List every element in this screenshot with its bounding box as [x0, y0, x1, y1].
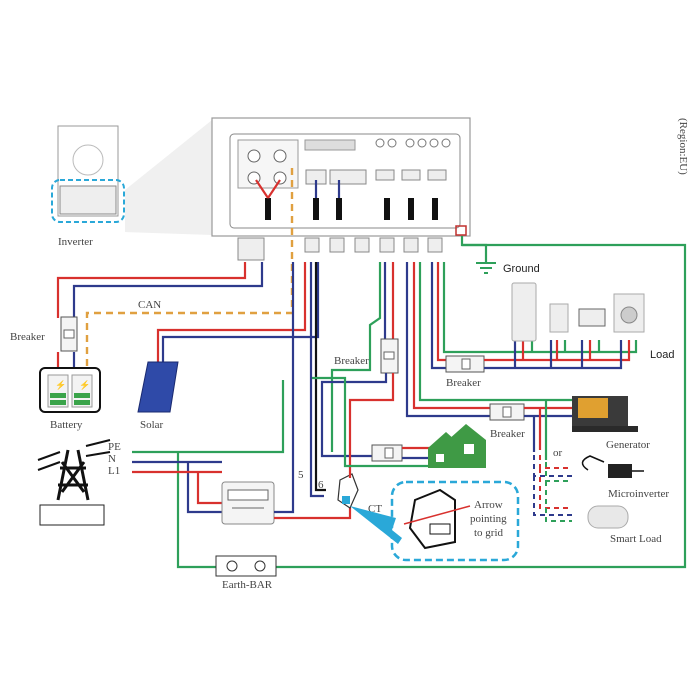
load-breaker[interactable]: Breaker	[445, 355, 485, 389]
ct-callout-arrow	[350, 506, 402, 544]
grid-tower[interactable]	[37, 439, 111, 526]
ground-symbol	[476, 262, 496, 274]
fridge-icon	[511, 282, 537, 342]
ct-note-line3: to grid	[474, 527, 504, 539]
house-breaker[interactable]	[371, 444, 403, 462]
generator-breaker-label: Breaker	[490, 428, 525, 440]
load-breaker-label: Breaker	[446, 377, 481, 389]
smart-load-label: Smart Load	[610, 533, 662, 545]
charge-icon: ⚡	[55, 379, 66, 391]
grid-line-n: N	[108, 453, 116, 465]
grid-breaker[interactable]: Breaker	[334, 338, 399, 374]
grid-line-l1: L1	[108, 465, 120, 477]
microinverter-label: Microinverter	[608, 488, 669, 500]
can-cable	[85, 168, 294, 372]
load-label: Load	[650, 349, 674, 361]
inverter-panel[interactable]	[211, 117, 471, 261]
inverter-label: Inverter	[58, 236, 93, 248]
or-label: or	[553, 447, 563, 459]
solar-panel[interactable]: Solar	[137, 361, 179, 431]
ground-terminal	[455, 225, 467, 236]
grid-breaker-label: Breaker	[334, 355, 369, 367]
ct-note-line2: pointing	[470, 513, 507, 525]
microinverter[interactable]: Microinverter	[581, 455, 669, 500]
inverter-thumbnail[interactable]: Inverter	[51, 125, 125, 248]
zoom-projection	[125, 120, 212, 235]
generator[interactable]: Generator	[572, 396, 650, 451]
grid-line-pe: PE	[108, 441, 121, 453]
boiler-icon	[549, 303, 569, 333]
tv-icon	[578, 308, 606, 327]
battery-breaker[interactable]: Breaker	[10, 316, 78, 352]
charge-icon: ⚡	[79, 379, 90, 391]
region-label: (Region:EU)	[677, 118, 689, 175]
energy-meter[interactable]	[221, 481, 275, 525]
load-appliances[interactable]: Load	[511, 282, 674, 361]
ground-label: Ground	[503, 263, 540, 275]
ct-note-line1: Arrow	[474, 499, 503, 511]
ct-sensor[interactable]	[337, 473, 359, 509]
house-icon[interactable]	[428, 424, 486, 468]
smart-load[interactable]: Smart Load	[587, 505, 662, 545]
wire-number-6: 6	[318, 479, 324, 491]
generator-label: Generator	[606, 439, 650, 451]
earth-bar-label: Earth-BAR	[222, 579, 273, 591]
can-label: CAN	[138, 299, 161, 311]
inverter-highlight	[51, 179, 125, 223]
earth-bar[interactable]: Earth-BAR	[215, 555, 277, 591]
ct-closeup	[403, 488, 471, 550]
wire-number-5: 5	[298, 469, 304, 481]
generator-breaker[interactable]: Breaker	[489, 403, 525, 440]
solar-label: Solar	[140, 419, 164, 431]
battery-breaker-label: Breaker	[10, 331, 45, 343]
battery[interactable]: ⚡ ⚡ Battery	[39, 367, 101, 431]
battery-label: Battery	[50, 419, 83, 431]
ct-callout-box	[390, 480, 520, 562]
